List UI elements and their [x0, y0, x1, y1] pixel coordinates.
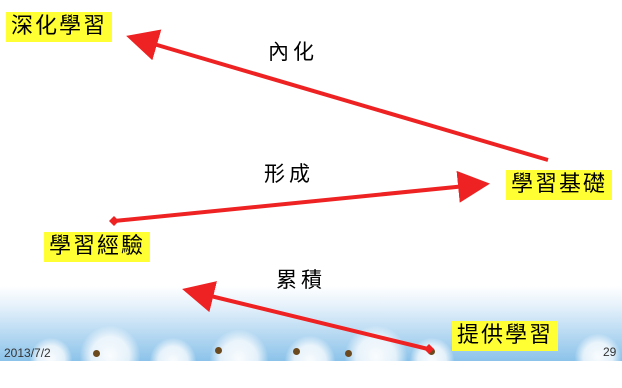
arrow-form: [109, 170, 490, 226]
dandelion-seed: [293, 348, 300, 355]
dandelion-seed: [93, 350, 100, 357]
footer-page-number: 29: [603, 345, 617, 359]
dandelion-seed: [345, 350, 352, 357]
footer-date: 2013/7/2: [4, 346, 51, 360]
arrow-internalize: [126, 29, 549, 162]
edge-label-accumulate: 累積: [276, 268, 326, 292]
node-deepen-learning: 深化學習: [6, 12, 113, 42]
arrows-layer: [109, 29, 549, 354]
arrow-tail-diamond: [424, 344, 434, 354]
arrow-accumulate: [182, 281, 434, 354]
node-provide-learning: 提供學習: [452, 321, 559, 351]
node-learning-foundation: 學習基礎: [506, 170, 613, 200]
edge-label-internalize: 內化: [268, 40, 318, 64]
node-learning-experience: 學習經驗: [44, 232, 151, 262]
edge-label-form: 形成: [264, 162, 314, 186]
slide: 深化學習 學習基礎 學習經驗 提供學習 內化 形成 累積 2013/7/2 29: [0, 12, 622, 388]
arrow-tail-diamond: [109, 216, 119, 226]
dandelion-seed: [215, 347, 222, 354]
